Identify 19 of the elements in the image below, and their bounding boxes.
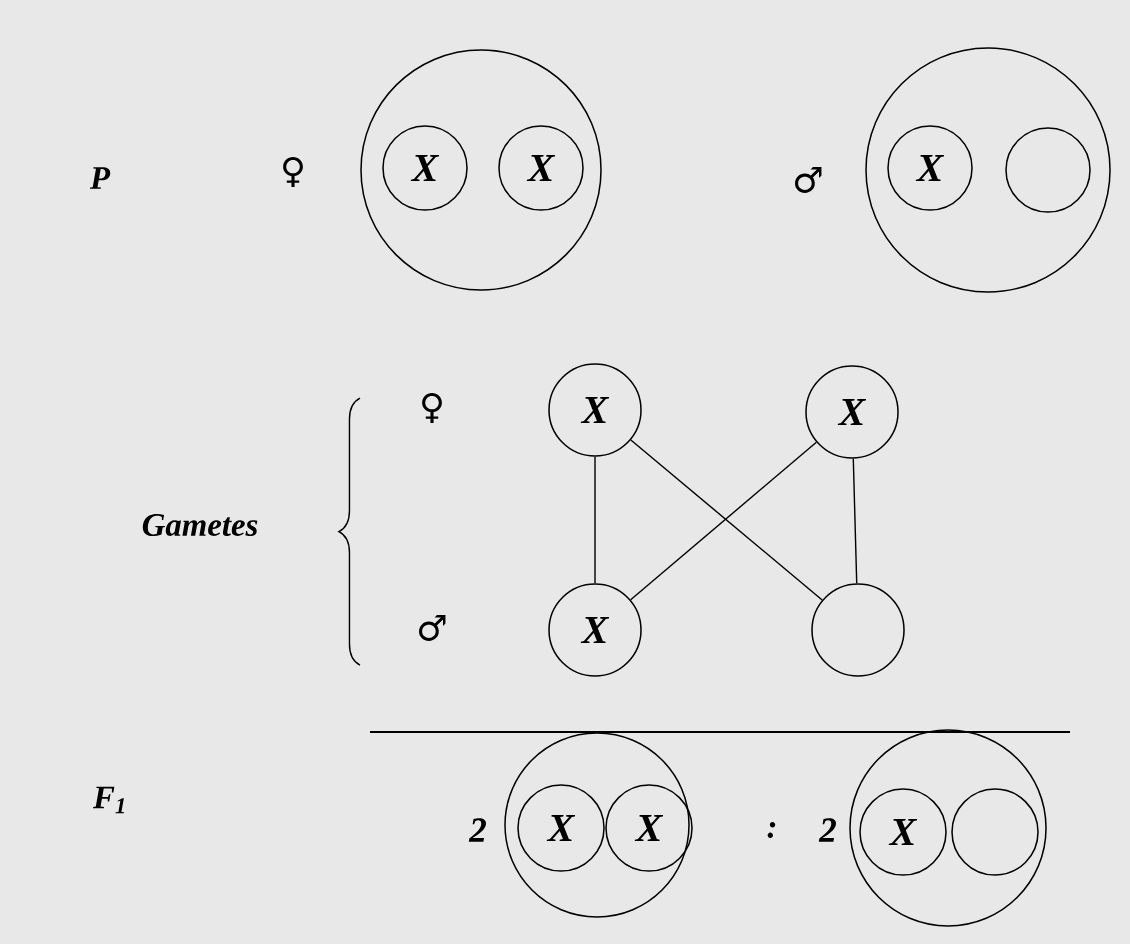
count-number: 2 — [818, 818, 836, 842]
chromosome-circle — [1005, 127, 1091, 213]
sex-symbol: ♀ — [283, 156, 303, 188]
sex-symbol: ♂ — [419, 615, 446, 641]
chromosome-circle — [951, 788, 1039, 876]
ratio-sign: : — [767, 822, 776, 838]
cell-circle — [360, 49, 602, 291]
row-label: Gametes — [142, 514, 258, 537]
cell-circle — [865, 47, 1111, 293]
connector-line — [594, 456, 596, 584]
connector-line — [852, 458, 858, 584]
row-label: P — [89, 167, 111, 189]
chromosome-circle — [811, 583, 905, 677]
row-label: F$_{1}$ — [93, 786, 125, 814]
count-number: 2 — [468, 818, 486, 842]
cell-circle — [504, 732, 690, 918]
cell-circle — [849, 729, 1047, 927]
sex-symbol: ♀ — [422, 392, 442, 424]
sex-symbol: ♂ — [795, 167, 822, 193]
